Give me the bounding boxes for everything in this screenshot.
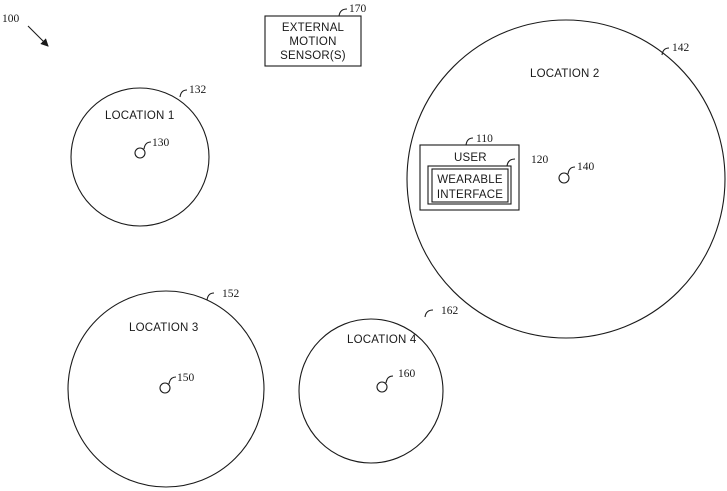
wearable-interface-label-line2: INTERFACE — [437, 189, 503, 201]
location-2-leader — [661, 47, 670, 56]
location-1-point-ref: 130 — [152, 137, 170, 149]
location-2-ref: 142 — [672, 42, 690, 54]
location-3: LOCATION 3 152 150 — [67, 288, 265, 488]
location-1-point — [134, 147, 146, 159]
location-3-boundary — [67, 290, 265, 488]
location-1: LOCATION 1 132 130 — [70, 84, 210, 227]
location-4-point-leader — [385, 375, 394, 384]
location-1-ref: 132 — [189, 84, 207, 96]
user-leader — [465, 137, 474, 146]
location-4-boundary — [298, 318, 444, 464]
location-4-point-ref: 160 — [398, 368, 416, 380]
user: USER 110 WEARABLE INTERFACE 120 — [419, 133, 549, 211]
location-2-point — [558, 172, 570, 184]
figure-ref: 100 — [2, 13, 20, 25]
user-box — [419, 144, 520, 211]
wearable-interface-outer-box — [427, 165, 512, 205]
location-4-point — [376, 381, 388, 393]
sensor-label-line3: SENSOR(S) — [280, 50, 346, 62]
wearable-interface-ref: 120 — [531, 154, 549, 166]
location-4-label: LOCATION 4 — [347, 334, 417, 346]
location-2: LOCATION 2 142 140 USER 110 WEARABLE INT… — [406, 19, 726, 339]
sensor-label-line1: EXTERNAL — [282, 22, 345, 34]
location-3-point-leader — [168, 376, 177, 385]
location-2-point-leader — [567, 166, 576, 175]
wearable-interface: WEARABLE INTERFACE 120 — [427, 154, 549, 205]
location-3-point — [159, 382, 171, 394]
sensor-label-line2: MOTION — [289, 36, 336, 48]
location-4-leader — [424, 309, 434, 318]
location-3-leader — [206, 292, 215, 301]
location-1-label: LOCATION 1 — [105, 110, 175, 122]
user-ref: 110 — [476, 133, 493, 145]
location-3-point-ref: 150 — [177, 372, 195, 384]
location-2-label: LOCATION 2 — [530, 68, 600, 80]
location-2-point-ref: 140 — [577, 161, 595, 173]
location-1-boundary — [70, 87, 210, 227]
location-1-leader — [179, 89, 188, 98]
location-3-ref: 152 — [222, 288, 240, 300]
sensor-ref: 170 — [349, 3, 367, 15]
user-label: USER — [454, 152, 487, 164]
location-4: LOCATION 4 162 160 — [298, 305, 459, 464]
wearable-interface-leader — [506, 158, 516, 167]
location-2-boundary — [406, 19, 726, 339]
sensor-leader — [338, 8, 348, 17]
external-motion-sensor: EXTERNAL MOTION SENSOR(S) 170 — [264, 3, 367, 67]
location-1-point-leader — [143, 141, 152, 150]
location-3-label: LOCATION 3 — [129, 322, 199, 334]
figure-ref-arrow — [27, 25, 49, 47]
wearable-interface-label-line1: WEARABLE — [437, 174, 503, 186]
location-4-ref: 162 — [441, 305, 459, 317]
sensor-box — [264, 15, 362, 67]
wearable-interface-inner-box — [431, 168, 509, 203]
